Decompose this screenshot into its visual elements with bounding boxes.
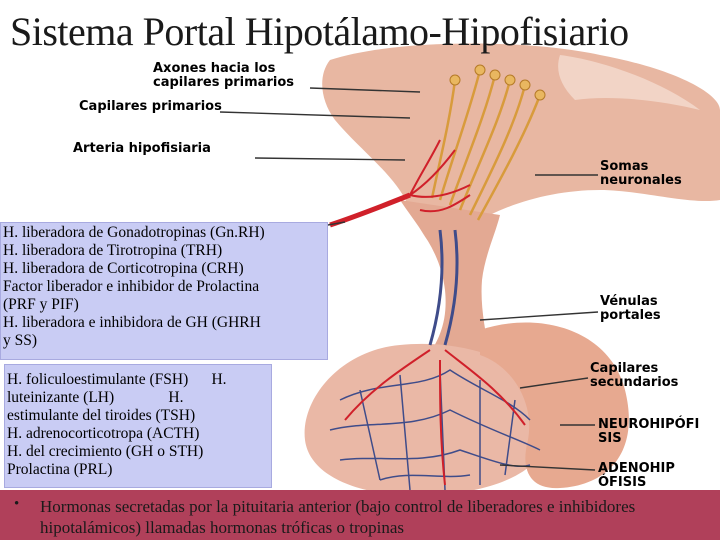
hormone-line: H. liberadora e inhibidora de GH (GHRH xyxy=(3,314,261,331)
hormone-line: H. liberadora de Gonadotropinas (Gn.RH) xyxy=(3,224,265,241)
hormone-line: H. liberadora de Corticotropina (CRH) xyxy=(3,260,244,277)
label-somas-neuronales: Somas neuronales xyxy=(600,159,682,188)
label-capilares-primarios: Capilares primarios xyxy=(79,99,222,114)
posterior-pituitary xyxy=(480,322,629,489)
anterior-pituitary xyxy=(304,343,550,496)
hormone-line: Prolactina (PRL) xyxy=(7,461,113,478)
slide-title: Sistema Portal Hipotálamo-Hipofisiario xyxy=(10,9,629,54)
portal-venules xyxy=(428,229,459,346)
hormone-line: H. del crecimiento (GH o STH) xyxy=(7,443,204,460)
hormone-line: estimulante del tiroides (TSH) xyxy=(7,407,196,424)
leader-lines xyxy=(219,87,599,471)
label-capilares-secundarios: Capilares secundarios xyxy=(590,361,679,390)
hormone-line: H. foliculoestimulante (FSH) H. xyxy=(7,371,227,388)
footer-text: Hormonas secretadas por la pituitaria an… xyxy=(40,497,636,537)
label-adenohipofisis: ADENOHIP ÓFISIS xyxy=(598,461,675,490)
footer-band: • Hormonas secretadas por la pituitaria … xyxy=(0,490,720,540)
infundibulum-stalk xyxy=(400,200,500,360)
hormone-line: y SS) xyxy=(3,332,38,349)
neuron-somas xyxy=(449,64,546,101)
pituitary-hormones-box: H. foliculoestimulante (FSH) H. luteiniz… xyxy=(4,364,272,488)
primary-capillaries xyxy=(409,139,471,213)
hypothalamus-tissue xyxy=(322,43,720,261)
hypophyseal-artery xyxy=(329,192,411,228)
neuron-axons xyxy=(430,69,542,221)
third-ventricle xyxy=(558,55,700,110)
label-venulas-portales: Vénulas portales xyxy=(600,294,661,323)
bullet-point: • xyxy=(14,496,20,512)
hormone-line: H. liberadora de Tirotropina (TRH) xyxy=(3,242,223,259)
hormone-line: H. adrenocorticotropa (ACTH) xyxy=(7,425,200,442)
label-arteria-hipofisiaria: Arteria hipofisiaria xyxy=(73,141,211,156)
hormone-line: (PRF y PIF) xyxy=(3,296,79,313)
label-neurohipofisis: NEUROHIPÓFI SIS xyxy=(598,417,700,446)
hormone-line: luteinizante (LH) H. xyxy=(7,389,184,406)
hormone-line: Factor liberador e inhibidor de Prolacti… xyxy=(3,278,260,295)
hypothalamic-hormones-box: H. liberadora de Gonadotropinas (Gn.RH) … xyxy=(0,222,328,360)
label-axones: Axones hacia los capilares primarios xyxy=(153,61,294,90)
secondary-capillaries xyxy=(329,369,541,491)
secondary-vessels-red xyxy=(344,349,526,486)
